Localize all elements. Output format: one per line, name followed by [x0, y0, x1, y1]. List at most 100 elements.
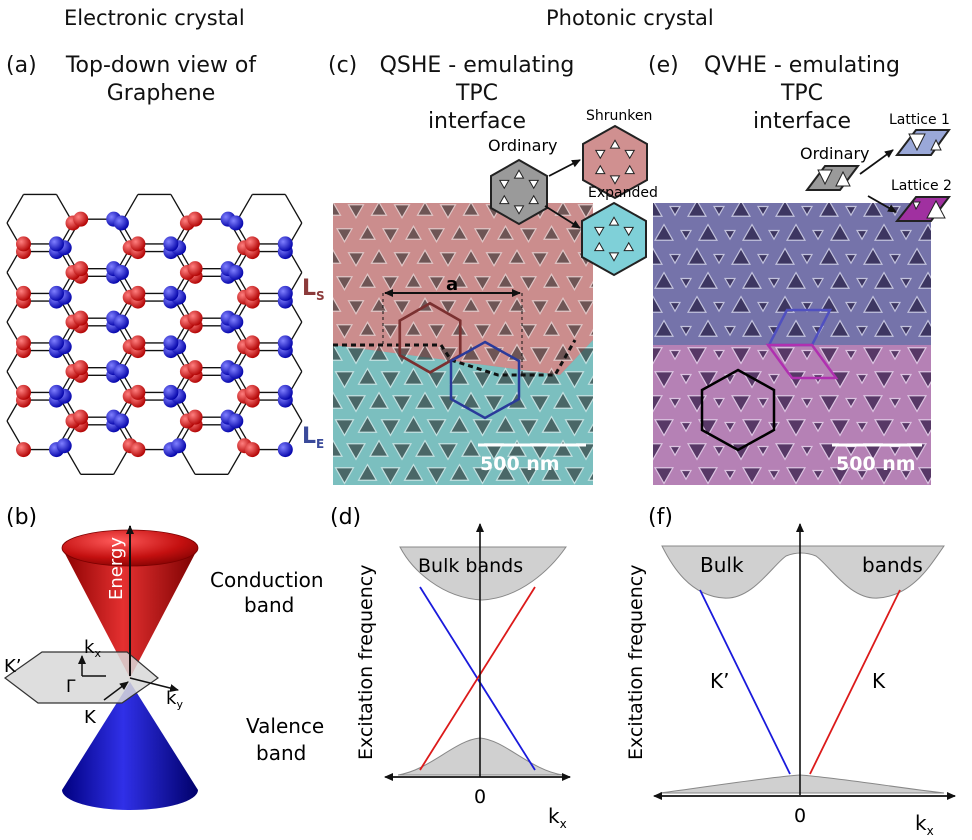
photonic-hole	[577, 300, 593, 316]
photonic-hole	[873, 371, 895, 389]
photonic-hole	[756, 205, 770, 217]
panel-c-title-line2: interface	[427, 109, 527, 134]
photonic-hole	[686, 247, 708, 265]
photonic-hole	[917, 319, 931, 337]
photonic-hole	[594, 164, 606, 175]
lattice2-cell-outline	[765, 343, 839, 380]
photonic-hole	[333, 296, 342, 312]
photonic-hole	[462, 248, 480, 264]
valence-band-line2: band	[256, 741, 306, 765]
photonic-hole	[730, 203, 752, 217]
photonic-hole	[498, 179, 510, 190]
photonic-hole	[829, 419, 851, 437]
photonic-hole	[844, 301, 858, 313]
k-point-label: K	[84, 707, 97, 728]
panel-a-title: Top-down view of Graphene	[56, 52, 266, 108]
photonic-hole	[380, 371, 401, 389]
photonic-hole	[450, 272, 469, 288]
scale-bar-e-label: 500 nm	[836, 453, 916, 475]
photonic-hole	[404, 272, 423, 288]
photonic-hole	[899, 277, 913, 289]
sublattice-a-atom	[187, 211, 203, 227]
panel-e-title-line1: QVHE - emulating TPC	[704, 53, 900, 106]
qvhe-micrograph: 500 nm	[653, 203, 931, 485]
photonic-hole	[774, 395, 796, 413]
photonic-hole	[844, 205, 858, 217]
photonic-hole	[730, 247, 752, 265]
bulk-band-lower-f	[659, 774, 945, 794]
panel-e-label: (e)	[648, 53, 679, 78]
photonic-hole	[697, 467, 719, 485]
photonic-hole	[609, 175, 621, 185]
ls-label: LS	[302, 276, 325, 303]
photonic-hole	[333, 248, 342, 264]
sublattice-a-atom	[244, 442, 260, 458]
photonic-hole	[888, 349, 902, 361]
photonic-hole	[403, 415, 424, 433]
photonic-hole	[888, 253, 902, 265]
photonic-hole	[381, 228, 400, 244]
photonic-hole	[811, 421, 825, 433]
lattice1-label: Lattice 1	[889, 112, 950, 128]
sublattice-a-atom	[244, 285, 260, 301]
photonic-hole	[370, 248, 388, 264]
sublattice-a-atom	[16, 384, 31, 400]
photonic-hole	[513, 205, 525, 215]
graphene-bond	[284, 194, 303, 224]
qshe-micrograph: a 500 nm	[333, 203, 593, 485]
sublattice-b-atom	[163, 285, 179, 301]
photonic-hole	[542, 272, 561, 288]
photonic-hole	[723, 277, 737, 289]
photonic-hole	[393, 204, 411, 220]
photonic-hole	[712, 253, 726, 265]
kprime-point-label: K’	[4, 656, 22, 677]
photonic-hole	[899, 373, 913, 385]
photonic-hole	[565, 228, 584, 244]
photonic-hole	[333, 203, 342, 216]
sublattice-a-atom	[130, 442, 146, 458]
scale-bar-c: 500 nm	[478, 443, 586, 475]
photonic-hole	[917, 271, 931, 289]
photonic-hole	[800, 397, 814, 409]
zero-label-d: 0	[474, 786, 486, 808]
photonic-hole	[391, 395, 413, 413]
photonic-hole	[774, 347, 796, 365]
photonic-hole	[473, 228, 492, 244]
photonic-hole	[774, 247, 796, 265]
photonic-hole	[473, 324, 492, 340]
photonic-hole	[862, 247, 884, 265]
photonic-hole	[485, 252, 503, 268]
panel-e-title-line2: interface	[752, 109, 852, 134]
photonic-hole	[774, 443, 796, 461]
photonic-hole	[496, 272, 515, 288]
sublattice-a-atom	[16, 335, 31, 351]
photonic-hole	[917, 371, 931, 389]
panel-a-title-line1: Top-down view of	[65, 53, 257, 78]
ordinary-label-c: Ordinary	[488, 136, 557, 155]
photonic-hole	[653, 371, 675, 389]
photonic-hole	[333, 439, 344, 457]
photonic-hole	[785, 223, 807, 241]
photonic-hole	[528, 194, 540, 205]
photonic-hole	[416, 248, 434, 264]
panel-d-label: (d)	[330, 505, 361, 530]
photonic-hole	[552, 391, 574, 409]
k-label-f: K	[872, 669, 886, 693]
photonic-hole	[844, 445, 858, 457]
photonic-hole	[818, 203, 840, 217]
photonic-hole	[829, 223, 851, 241]
photonic-hole	[519, 324, 538, 340]
scale-bar-e: 500 nm	[832, 443, 922, 475]
photonic-hole	[347, 300, 365, 316]
photonic-hole	[594, 149, 606, 160]
sublattice-a-atom	[244, 236, 260, 252]
photonic-hole	[575, 395, 593, 413]
photonic-hole	[368, 391, 390, 409]
photonic-hole	[357, 367, 378, 385]
lattice2-label: Lattice 2	[891, 178, 952, 194]
photonic-hole	[697, 419, 719, 437]
photonic-hole	[449, 415, 470, 433]
photonic-hole	[624, 164, 636, 175]
photonic-hole	[730, 347, 752, 365]
photonic-hole	[519, 276, 538, 292]
